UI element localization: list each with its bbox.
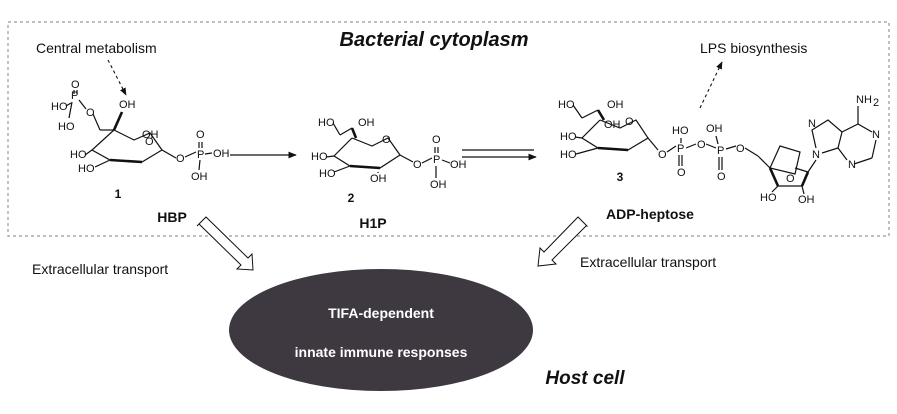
host-response-ellipse [229,269,533,391]
svg-text:2: 2 [873,97,879,109]
svg-text:OH: OH [142,129,159,141]
svg-text:OH: OH [798,194,815,206]
compound-hbp-structure: HO P O HO O OH OH O HO HO O P O OH OH [51,79,230,183]
svg-text:HO: HO [560,131,577,143]
extracellular-transport-right-label: Extracellular transport [580,254,716,270]
svg-text:HO: HO [58,121,75,133]
svg-text:HO: HO [311,151,328,163]
svg-text:OH: OH [450,159,467,171]
compound-1-number: 1 [115,187,122,201]
svg-text:HO: HO [319,168,336,180]
svg-text:N: N [872,129,880,141]
host-response-line1: TIFA-dependent [328,305,434,321]
svg-text:N: N [808,118,816,130]
svg-text:P: P [197,149,204,161]
svg-text:OH: OH [706,123,723,135]
compound-h1p-structure: HO OH O HO HO OH O P O OH OH [311,117,467,191]
compound-3-name: ADP-heptose [606,206,694,222]
extracellular-transport-left-label: Extracellular transport [32,261,168,277]
lps-biosynthesis-arrow [699,61,723,109]
svg-text:OH: OH [430,179,447,191]
svg-text:O: O [432,134,441,146]
svg-text:N: N [848,159,856,171]
svg-text:O: O [71,79,80,91]
svg-text:OH: OH [604,119,621,131]
svg-text:O: O [717,171,726,183]
svg-text:O: O [786,173,795,185]
svg-text:HO: HO [51,101,68,113]
svg-text:O: O [625,116,634,128]
svg-text:O: O [658,149,667,161]
cytoplasm-box [7,21,890,237]
svg-text:P: P [717,145,724,157]
svg-text:N: N [812,149,820,161]
cytoplasm-title: Bacterial cytoplasm [340,29,529,51]
svg-text:O: O [677,167,686,179]
svg-text:P: P [677,143,684,155]
svg-text:P: P [433,154,440,166]
svg-text:OH: OH [358,117,375,129]
svg-text:HO: HO [318,117,335,129]
compound-adp-heptose-structure: HO OH O OH HO HO O P HO O O P OH O O [558,94,880,206]
central-metabolism-arrow [107,59,127,96]
svg-text:O: O [736,143,745,155]
svg-text:P: P [71,90,78,102]
compound-2-number: 2 [348,191,355,205]
transport-arrow-left [196,216,254,271]
svg-text:OH: OH [213,148,230,160]
svg-text:O: O [196,129,205,141]
svg-text:O: O [86,107,95,119]
host-response-line2: innate immune responses [295,344,468,360]
compound-1-name: HBP [157,209,187,225]
svg-text:HO: HO [760,192,777,204]
transport-arrow-right [537,216,589,267]
svg-text:NH: NH [856,94,872,106]
compound-2-name: H1P [359,215,386,231]
svg-text:O: O [382,134,391,146]
svg-text:O: O [697,139,706,151]
svg-text:O: O [145,136,154,148]
central-metabolism-label: Central metabolism [36,40,157,56]
svg-text:O: O [176,153,185,165]
svg-text:HO: HO [560,149,577,161]
svg-text:OH: OH [191,171,208,183]
svg-text:HO: HO [70,149,87,161]
svg-text:OH: OH [119,99,136,111]
compound-3-number: 3 [617,170,624,184]
lps-biosynthesis-label: LPS biosynthesis [700,40,807,56]
svg-text:HO: HO [558,99,575,111]
svg-text:OH: OH [370,173,387,185]
svg-text:HO: HO [672,125,689,137]
svg-text:HO: HO [78,163,95,175]
svg-text:OH: OH [607,99,624,111]
host-cell-label: Host cell [545,368,625,389]
svg-text:O: O [413,159,422,171]
